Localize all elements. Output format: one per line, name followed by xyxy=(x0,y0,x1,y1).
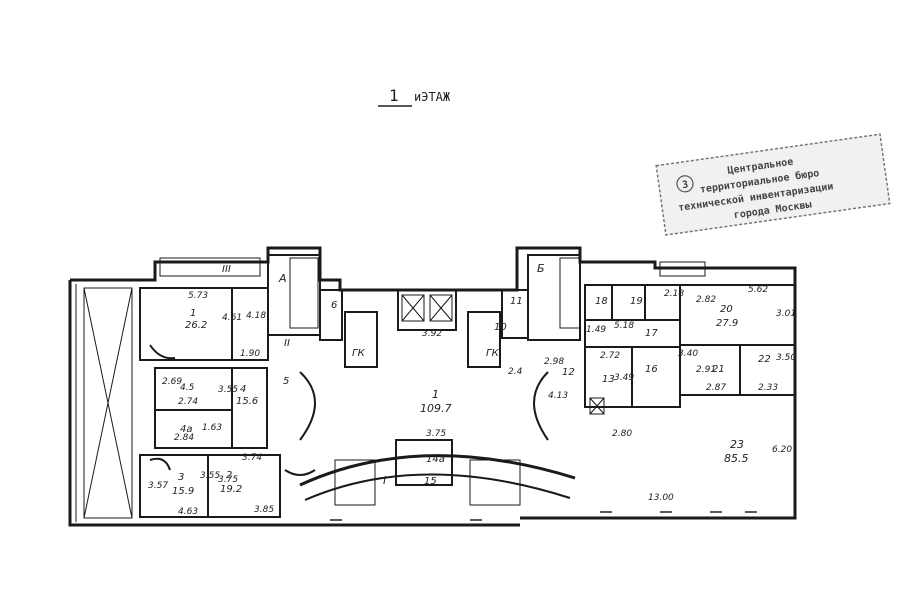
dim-3-75b: 3.75 xyxy=(218,475,238,485)
room-1-left-area: 26.2 xyxy=(185,320,207,331)
dim-3-55: 3.55 xyxy=(218,385,238,395)
dim-3-85: 3.85 xyxy=(254,505,274,515)
dim-2-80: 2.80 xyxy=(612,429,632,439)
room-23-number: 23 xyxy=(730,438,744,451)
dim-4-13: 4.13 xyxy=(548,391,568,401)
stamp-border xyxy=(655,133,891,236)
dim-4-18: 4.18 xyxy=(246,311,266,321)
dim-5-73: 5.73 xyxy=(188,291,208,301)
dim-3-50: 3.50 xyxy=(776,353,796,363)
room-21-number: 21 xyxy=(712,364,725,375)
dim-5-62: 5.62 xyxy=(748,285,768,295)
dim-3-74: 3.74 xyxy=(242,453,262,463)
dim-3-75: 3.75 xyxy=(426,429,446,439)
dim-4-61: 4.61 xyxy=(222,313,242,323)
room-1-left-number: 1 xyxy=(190,308,196,319)
stair-labels: А Б III II I xyxy=(222,262,545,487)
room-16-number: 16 xyxy=(645,364,658,375)
dim-5-18: 5.18 xyxy=(614,321,634,331)
room-15-number: 15 xyxy=(424,476,437,487)
dim-2-74: 2.74 xyxy=(178,397,198,407)
dim-2-72: 2.72 xyxy=(600,351,620,361)
stair-2-label: II xyxy=(284,338,290,349)
room-3-area: 15.9 xyxy=(172,486,194,497)
stamp-circle xyxy=(676,175,694,193)
room-1-hall-number: 1 xyxy=(432,388,439,401)
dim-2-4: 2.4 xyxy=(508,367,523,377)
room-12-number: 12 xyxy=(562,367,575,378)
dim-2-87: 2.87 xyxy=(706,383,726,393)
room-2-number: 2 xyxy=(226,470,232,481)
dim-4-5: 4.5 xyxy=(180,383,195,393)
interior-walls xyxy=(139,254,796,518)
dim-2-69: 2.69 xyxy=(162,377,182,387)
room-3-number: 3 xyxy=(178,472,184,483)
left-corridor xyxy=(83,287,133,519)
dim-3-92: 3.92 xyxy=(422,329,442,339)
stair-a-label: А xyxy=(278,272,287,285)
room-17-number: 17 xyxy=(645,328,658,339)
dim-2-84: 2.84 xyxy=(174,433,194,443)
dim-3-57: 3.57 xyxy=(148,481,168,491)
room-2-area: 19.2 xyxy=(220,484,242,495)
room-10-number: 10 xyxy=(494,322,507,333)
room-19-number: 19 xyxy=(630,296,643,307)
room-22-number: 22 xyxy=(758,354,771,365)
stamp-mark: 3 xyxy=(681,179,689,191)
room-5-number: 5 xyxy=(283,376,289,387)
room-4-area: 15.6 xyxy=(236,396,258,407)
room-14a-number: 14а xyxy=(426,454,445,465)
floor-word: иЭТАЖ xyxy=(414,90,451,104)
dim-2-33: 2.33 xyxy=(758,383,778,393)
room-23-area: 85.5 xyxy=(724,452,749,465)
room-6-number: 6 xyxy=(331,300,337,311)
dim-3-01: 3.01 xyxy=(776,309,796,319)
elevators xyxy=(401,294,605,415)
dim-1-63: 1.63 xyxy=(202,423,222,433)
dim-2-18: 2.18 xyxy=(664,289,684,299)
window-marks xyxy=(330,511,757,521)
room-11-number: 11 xyxy=(510,296,523,307)
dim-2-82: 2.82 xyxy=(696,295,716,305)
dim-1-49: 1.49 xyxy=(586,325,606,335)
stair-1-label: I xyxy=(383,474,386,487)
dim-2-98: 2.98 xyxy=(544,357,564,367)
stair-3-label: III xyxy=(222,264,231,275)
dim-1-90: 1.90 xyxy=(240,349,260,359)
room-1-hall-area: 109.7 xyxy=(420,402,452,415)
dim-6-20: 6.20 xyxy=(772,445,792,455)
room-4a-number: 4а xyxy=(180,424,193,435)
room-18-number: 18 xyxy=(595,296,608,307)
dim-13-00: 13.00 xyxy=(648,493,674,503)
wc-labels: ГК ГК xyxy=(352,348,500,359)
room-13-number: 13 xyxy=(602,374,615,385)
floor-number: 1 xyxy=(389,86,399,105)
wc-left-label: ГК xyxy=(352,348,366,359)
dim-2-91: 2.91 xyxy=(696,365,716,375)
room-labels: 1 26.2 1 109.7 2 19.2 3 15.9 4 15.6 4а 5… xyxy=(172,296,771,497)
stairs xyxy=(159,257,706,506)
room-20-area: 27.9 xyxy=(716,318,738,329)
dimension-labels: 5.73 4.18 4.61 1.90 2.69 4.5 2.74 3.55 2… xyxy=(148,285,796,517)
wc-right-label: ГК xyxy=(486,348,500,359)
dim-3-55b: 3.55 xyxy=(200,471,220,481)
room-20-number: 20 xyxy=(720,304,733,315)
stair-b-label: Б xyxy=(537,262,545,275)
room-4-number: 4 xyxy=(240,384,246,395)
dim-3-49: 3.49 xyxy=(614,373,634,383)
dim-3-40: 3.40 xyxy=(678,349,698,359)
floor-header: 1 иЭТАЖ xyxy=(378,86,451,107)
dim-4-63: 4.63 xyxy=(178,507,198,517)
bti-stamp: 3 Центральное территориальное бюро техни… xyxy=(655,133,891,236)
